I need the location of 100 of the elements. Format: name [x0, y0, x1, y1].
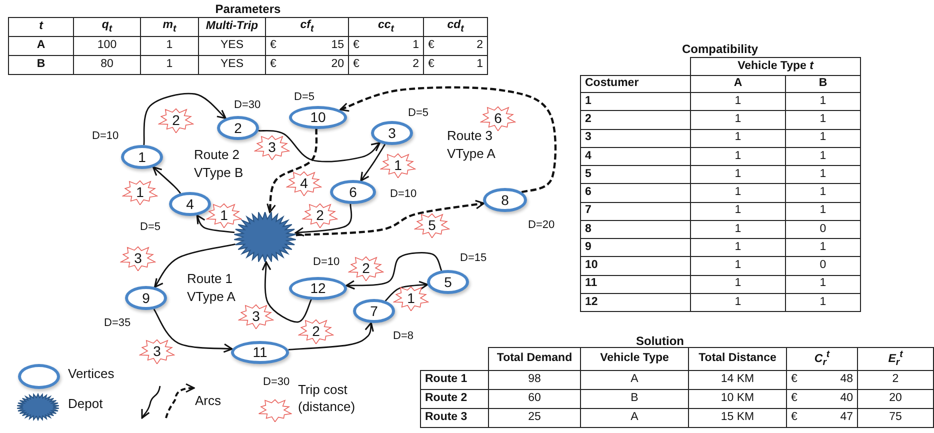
demand-label: D=10	[92, 130, 119, 142]
table-header-cell: 4	[580, 147, 690, 166]
table-header-cell: Total Demand	[488, 348, 580, 370]
table-cell: 15 KM	[688, 408, 786, 428]
route-arrow	[294, 204, 352, 237]
table-header-cell: Vehicle Type	[580, 348, 688, 370]
demand-label: D=30	[263, 376, 290, 388]
route-arrow	[360, 144, 386, 182]
demand-label: D=35	[104, 317, 131, 329]
cell-value: 47	[840, 412, 853, 424]
cell-value: 2	[412, 59, 419, 71]
table-title: Compatibility	[682, 42, 758, 56]
table-cell: 10 KM	[688, 390, 786, 408]
currency-symbol: €	[791, 393, 798, 405]
table-cell: 1	[690, 110, 786, 129]
vertex-ellipse	[289, 276, 347, 300]
vertex-number: 1	[138, 149, 146, 165]
table-cell: B	[580, 390, 688, 408]
demand-label: D=30	[234, 99, 261, 111]
table-header-cell: 9	[580, 238, 690, 257]
cost-value: 5	[428, 217, 436, 233]
trip-cost-star	[238, 303, 274, 329]
table-header-cell: Route 2	[420, 390, 488, 408]
route-arrow	[346, 252, 442, 290]
vertex-ellipse	[231, 340, 289, 364]
route-arrow	[153, 308, 233, 354]
currency-symbol: €	[428, 40, 434, 52]
table-header-cell: 2	[580, 110, 690, 129]
legend-label: Arcs	[195, 393, 221, 410]
table-cell: 1	[786, 129, 861, 148]
trip-cost-star	[206, 202, 242, 228]
table-header-cell: 11	[580, 275, 690, 294]
table-header-cell: B	[786, 76, 861, 92]
table-cell: 25	[488, 408, 580, 428]
table-header-cell: 7	[580, 202, 690, 220]
table-cell: 1	[786, 110, 861, 129]
cost-value: 1	[407, 290, 415, 306]
trip-cost-star	[380, 152, 416, 178]
table-cell: 100	[74, 36, 140, 56]
route-arrow	[196, 214, 235, 234]
route-arrow	[261, 261, 312, 323]
currency-symbol: €	[791, 412, 798, 424]
cost-value: 2	[312, 323, 320, 339]
table-cell: 20	[858, 390, 934, 408]
trip-cost-star	[393, 285, 429, 311]
table-header-cell: cd$_{t}$	[424, 18, 488, 36]
demand-label: D=15	[460, 252, 487, 264]
cost-value: 1	[394, 157, 402, 173]
table-cell: YES	[198, 56, 266, 74]
table-cell: 1	[690, 147, 786, 166]
table-cell: 1	[690, 92, 786, 111]
table-cell: 1	[690, 293, 786, 312]
cost-value: 3	[134, 250, 142, 266]
table-header-cell: Route 3	[420, 408, 488, 428]
trip-cost-star	[158, 107, 194, 133]
table-header-cell: 6	[580, 184, 690, 202]
legend-label: Vertices	[68, 366, 114, 383]
table-cell: 1	[690, 256, 786, 275]
table-header-cell: m$_{t}$	[140, 18, 198, 36]
table-header-cell: Route 1	[420, 370, 488, 390]
trip-cost-star	[139, 338, 175, 364]
vertex-ellipse	[353, 299, 395, 323]
table-header-cell: B	[8, 56, 74, 74]
cost-value: 6	[494, 110, 502, 126]
table-cell: 60	[488, 390, 580, 408]
currency-symbol: €	[353, 40, 360, 52]
vertex-ellipse	[289, 106, 347, 128]
table-cell: 1	[786, 238, 861, 257]
cell-value: 20	[331, 59, 344, 71]
demand-label: D=10	[313, 256, 340, 268]
table-cell: 1	[690, 129, 786, 148]
trip-cost-star	[122, 179, 158, 205]
table-cell: 1	[786, 293, 861, 312]
table-header-cell: Costumer	[580, 76, 690, 92]
table-header-cell: A	[690, 76, 786, 92]
currency-symbol: €	[791, 374, 798, 386]
table-cell: 0	[786, 256, 861, 275]
demand-label: D=20	[528, 219, 555, 231]
cost-value: 4	[300, 175, 308, 191]
table-header-cell: A	[8, 36, 74, 56]
vertex-number: 11	[252, 344, 268, 360]
vertex-ellipse	[483, 188, 527, 212]
table-header-cell: 10	[580, 256, 690, 275]
currency-symbol: €	[270, 40, 276, 52]
trip-cost-star	[414, 212, 450, 238]
table-header-cell: q$_{t}$	[74, 18, 140, 36]
table-header-cell: 5	[580, 166, 690, 184]
route-arrow	[266, 128, 318, 214]
cost-value: 1	[136, 184, 144, 200]
cost-value: 3	[268, 139, 276, 155]
trip-cost-star	[298, 318, 334, 344]
cell-value: 48	[840, 374, 853, 386]
route-label: Route 3 VType A	[447, 127, 496, 162]
route-arrow	[143, 92, 226, 146]
table-header-cell: cc$_{t}$	[348, 18, 424, 36]
table-cell: 1	[786, 184, 861, 202]
route-arrow	[154, 244, 236, 288]
vertex-ellipse	[330, 180, 376, 204]
table-header-cell: t	[8, 18, 74, 36]
legend-label: Depot	[68, 396, 103, 413]
